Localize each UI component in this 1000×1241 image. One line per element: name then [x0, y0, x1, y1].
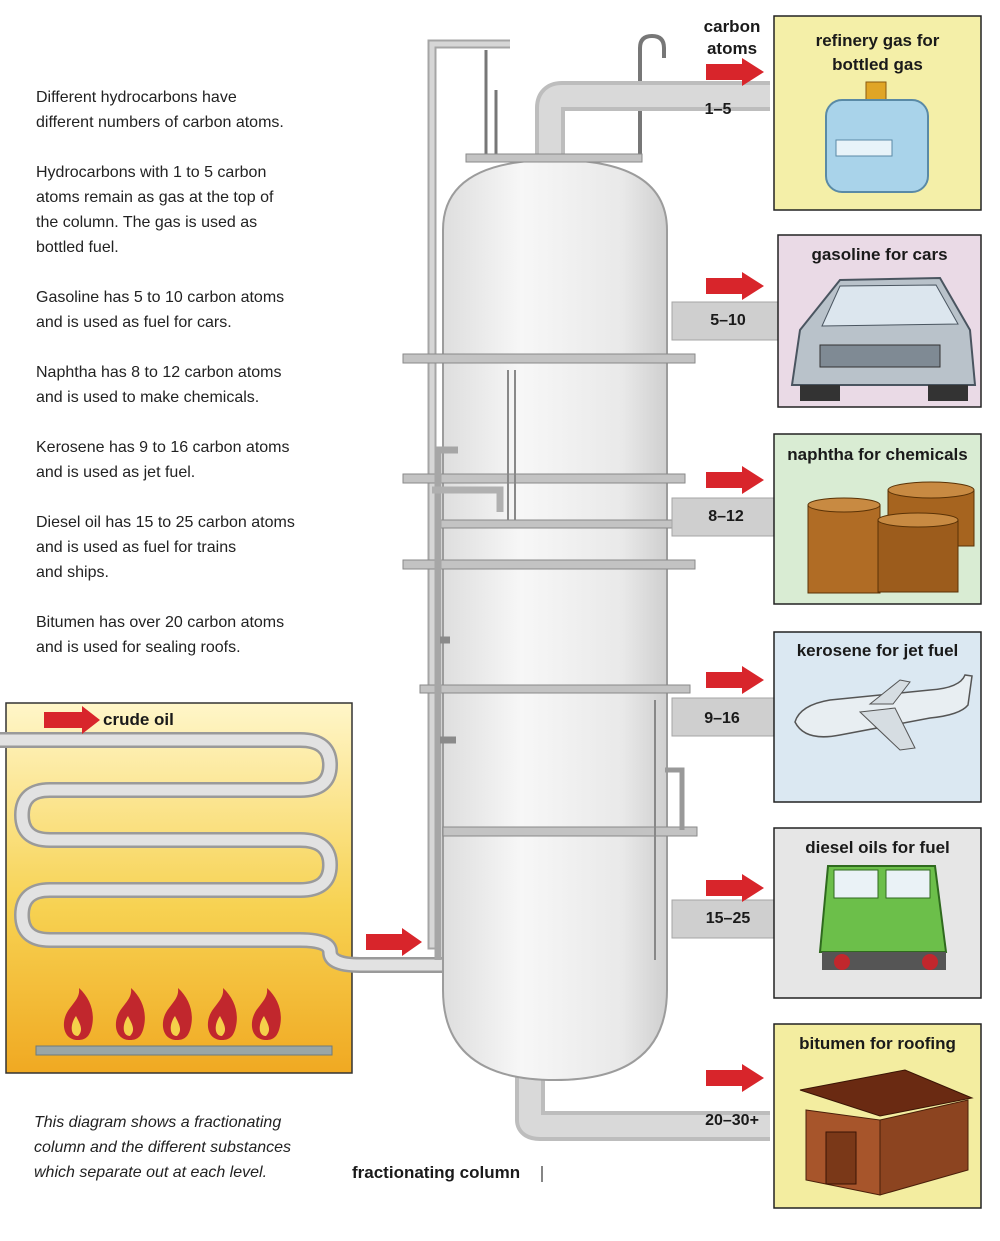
carbon-header-line: carbon	[703, 17, 761, 36]
caption-line: This diagram shows a fractionating	[34, 1114, 282, 1131]
carbon-atoms-header: carbon atoms	[694, 16, 770, 60]
intro-line: bottled fuel.	[36, 239, 119, 256]
flame-icon	[162, 988, 192, 1040]
intro-line: the column. The gas is used as	[36, 214, 258, 231]
barrels-icon	[807, 481, 975, 594]
product-title: gasoline for cars	[811, 245, 948, 264]
product-arrows	[706, 58, 764, 1092]
intro-line: different numbers of carbon atoms.	[36, 114, 284, 131]
intro-block: Hydrocarbons with 1 to 5 carbon atoms re…	[36, 160, 273, 260]
column-trays	[402, 153, 698, 837]
flame-icon	[207, 988, 237, 1040]
product-box-diesel	[773, 827, 982, 999]
airplane-icon	[794, 674, 973, 751]
intro-block: Kerosene has 9 to 16 carbon atoms and is…	[36, 435, 290, 485]
crude-oil-arrow-icon	[44, 706, 100, 734]
arrow-icon	[706, 466, 764, 494]
intro-line: and is used to make chemicals.	[36, 389, 260, 406]
product-title: bitumen for roofing	[799, 1034, 956, 1053]
product-box-gas	[773, 15, 982, 211]
product-box-bitumen	[773, 1023, 982, 1209]
caption-line: column and the different substances	[34, 1139, 292, 1156]
flame-icon	[115, 988, 145, 1040]
burner-flames	[63, 988, 281, 1040]
carbon-range: 15–25	[705, 910, 751, 927]
product-box-gasoline	[777, 234, 982, 408]
intro-line: Diesel oil has 15 to 25 carbon atoms	[36, 514, 295, 531]
intro-line: Hydrocarbons with 1 to 5 carbon	[36, 164, 267, 181]
product-title: diesel oils for fuel	[805, 838, 950, 857]
intro-line: Different hydrocarbons have	[36, 89, 237, 106]
arrow-icon	[706, 666, 764, 694]
carbon-range: 9–16	[704, 710, 740, 727]
carbon-range: 1–5	[704, 101, 732, 118]
intro-line: and is used as fuel for trains	[36, 539, 237, 556]
intro-line: Kerosene has 9 to 16 carbon atoms	[36, 439, 290, 456]
carbon-range: 5–10	[710, 312, 746, 329]
crude-oil-label: crude oil	[103, 710, 174, 729]
carbon-range: 8–12	[708, 508, 744, 525]
arrow-icon	[706, 1064, 764, 1092]
flame-icon	[63, 988, 93, 1040]
carbon-range: 20–30+	[705, 1112, 759, 1129]
intro-line: and is used as jet fuel.	[36, 464, 196, 481]
flame-icon	[251, 988, 281, 1040]
intro-line: Bitumen has over 20 carbon atoms	[36, 614, 285, 631]
product-title-line: bottled gas	[832, 55, 923, 74]
vent-hook	[638, 33, 666, 160]
intro-block: Bitumen has over 20 carbon atoms and is …	[36, 610, 284, 660]
intro-line: and ships.	[36, 564, 109, 581]
intro-block: Diesel oil has 15 to 25 carbon atoms and…	[36, 510, 295, 585]
intro-line: and is used as fuel for cars.	[36, 314, 232, 331]
product-title: naphtha for chemicals	[787, 445, 968, 464]
column-label: fractionating column	[352, 1163, 521, 1182]
burner-bar	[35, 1045, 333, 1056]
outlet-pipes	[671, 301, 779, 939]
intro-line: and is used for sealing roofs.	[36, 639, 241, 656]
product-box-naphtha	[773, 433, 982, 605]
car-icon	[790, 276, 977, 401]
product-title-line: refinery gas for	[815, 31, 940, 50]
locomotive-icon	[818, 865, 948, 970]
intro-block: Different hydrocarbons have different nu…	[36, 85, 284, 135]
furnace	[0, 702, 448, 1074]
gas-cylinder-icon	[825, 81, 929, 193]
feed-arrow-icon	[366, 928, 422, 956]
caption-line: which separate out at each level.	[34, 1164, 268, 1181]
intro-line: Naphtha has 8 to 12 carbon atoms	[36, 364, 282, 381]
arrow-icon	[706, 874, 764, 902]
diagram-caption: This diagram shows a fractionating colum…	[34, 1110, 344, 1185]
column-vessel	[442, 158, 668, 1082]
intro-block: Naphtha has 8 to 12 carbon atoms and is …	[36, 360, 282, 410]
intro-block: Gasoline has 5 to 10 carbon atoms and is…	[36, 285, 284, 335]
product-title: refinery gas for bottled gas	[774, 29, 981, 77]
arrow-icon	[706, 58, 764, 86]
intro-line: Gasoline has 5 to 10 carbon atoms	[36, 289, 285, 306]
product-title: kerosene for jet fuel	[796, 641, 959, 660]
carbon-header-line: atoms	[706, 39, 758, 58]
intro-line: atoms remain as gas at the top of	[36, 189, 274, 206]
arrow-icon	[706, 272, 764, 300]
product-box-kerosene	[773, 631, 982, 803]
shed-icon	[799, 1069, 974, 1196]
